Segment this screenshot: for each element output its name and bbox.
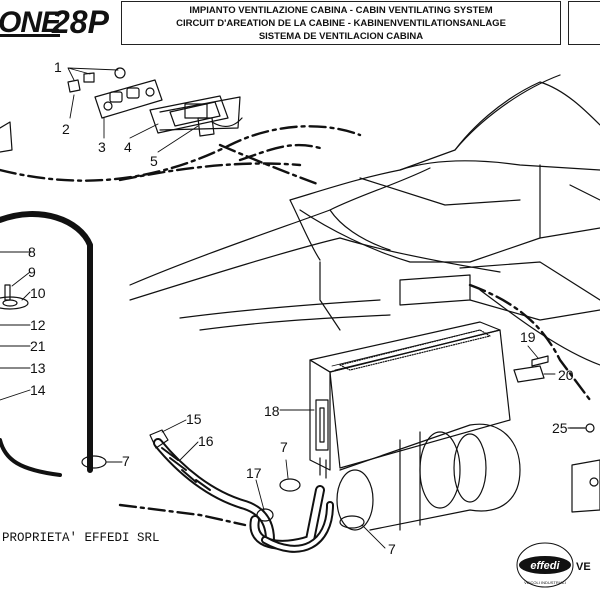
callout-16: 16 <box>198 433 214 449</box>
callout-19: 19 <box>520 329 536 345</box>
logo-name: effedi <box>530 560 560 572</box>
logo-tagline: VEICOLI INDUSTRIALI <box>524 580 566 585</box>
blower-motor <box>336 423 521 531</box>
callout-2: 2 <box>62 121 70 137</box>
callout-13: 13 <box>30 360 46 376</box>
callout-25: 25 <box>552 420 568 436</box>
vent-panel-3 <box>94 79 163 119</box>
leader-lines <box>0 67 586 549</box>
left-panel-fragment <box>0 121 13 153</box>
callout-5: 5 <box>150 153 158 169</box>
callout-4: 4 <box>124 139 132 155</box>
brand-logo-text: ONE <box>0 6 61 40</box>
logo-suffix: VE <box>576 561 591 573</box>
callout-8: 8 <box>28 244 36 260</box>
callout-14: 14 <box>30 382 46 398</box>
cabin-shell <box>129 74 600 366</box>
callout-10: 10 <box>30 285 46 301</box>
callout-7a: 7 <box>122 453 130 469</box>
hose-17 <box>249 485 334 553</box>
effedi-logo: effedi VEICOLI INDUSTRIALI VE <box>516 542 591 588</box>
switch-box <box>571 459 600 513</box>
callout-7c: 7 <box>388 541 396 557</box>
property-note: PROPRIETA' EFFEDI SRL <box>2 531 160 545</box>
brand-name: ONE <box>0 6 61 39</box>
callout-1: 1 <box>54 59 62 75</box>
routing-lines <box>0 125 592 527</box>
title-box: IMPIANTO VENTILAZIONE CABINA - CABIN VEN… <box>121 1 561 45</box>
heater-unit-18 <box>309 321 511 479</box>
bolt-9-washer-10 <box>0 284 29 310</box>
model-name: 28P <box>52 4 109 40</box>
callout-9: 9 <box>28 264 36 280</box>
corner-box <box>568 1 600 45</box>
fitting-15 <box>149 429 169 449</box>
callout-7b: 7 <box>280 439 288 455</box>
callout-21: 21 <box>30 338 46 354</box>
callout-15: 15 <box>186 411 202 427</box>
switch-5 <box>197 117 243 137</box>
hose-16 <box>153 438 275 545</box>
callout-17: 17 <box>246 465 262 481</box>
title-line-2: CIRCUIT D'AREATION DE LA CABINE - KABINE… <box>176 18 506 29</box>
callout-20: 20 <box>558 367 574 383</box>
hose-clamps-7 <box>81 455 365 529</box>
bracket-19-20 <box>513 355 549 383</box>
title-line-3: SISTEMA DE VENTILACION CABINA <box>258 31 424 42</box>
screws-1-2 <box>67 67 126 93</box>
title-line-1: IMPIANTO VENTILAZIONE CABINA - CABIN VEN… <box>189 5 493 16</box>
callout-18: 18 <box>264 403 280 419</box>
hose-8-14 <box>0 211 93 477</box>
callout-3: 3 <box>98 139 106 155</box>
callout-12: 12 <box>30 317 46 333</box>
